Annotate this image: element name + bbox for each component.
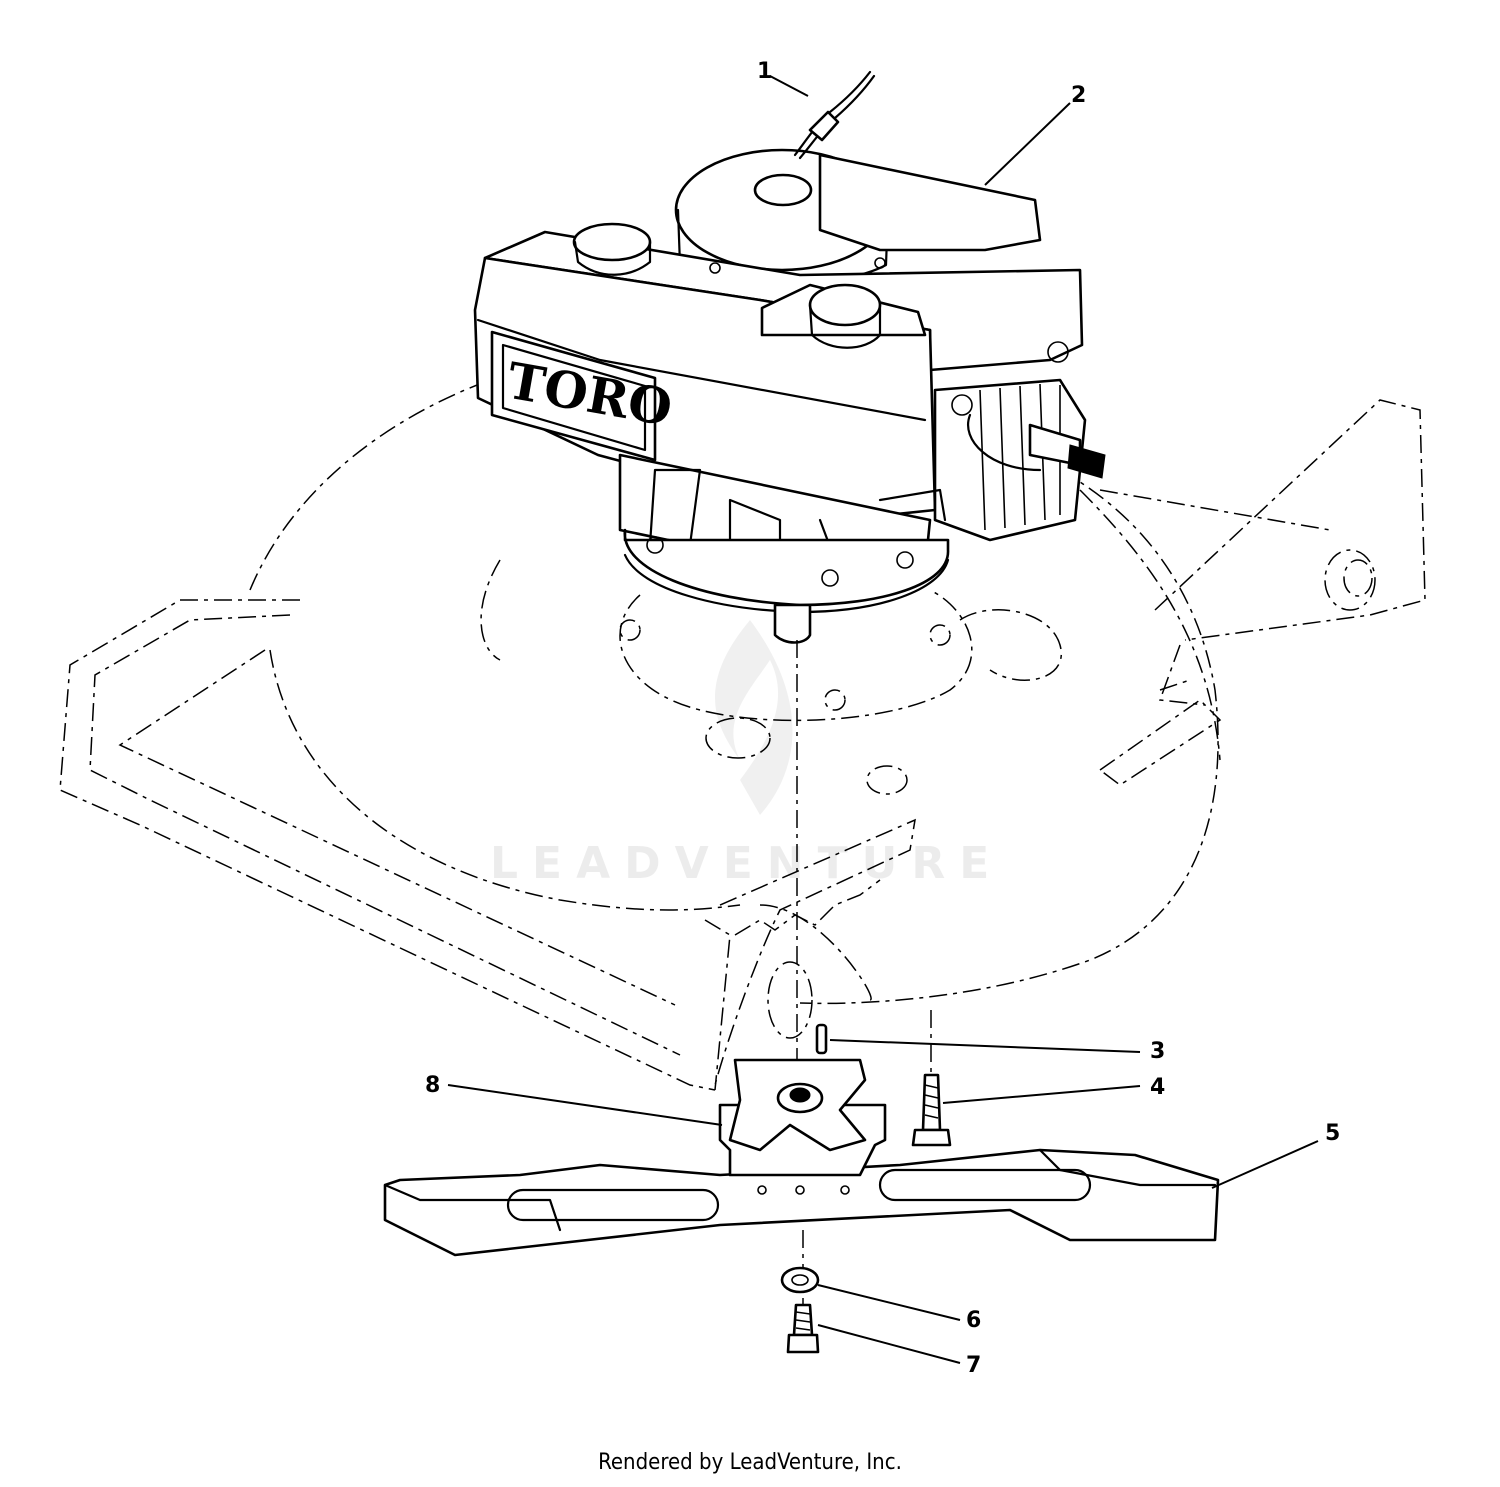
callout-6: 6 <box>966 1308 981 1333</box>
mower-blade <box>383 1148 1220 1257</box>
callout-8: 8 <box>425 1073 440 1098</box>
callout-5: 5 <box>1325 1121 1340 1146</box>
footer-credit: Rendered by LeadVenture, Inc. <box>598 1450 902 1475</box>
engine: TORO <box>473 148 1106 644</box>
callout-2: 2 <box>1071 83 1086 108</box>
mower-deck <box>59 369 1426 1091</box>
watermark-flame-logo <box>715 620 793 815</box>
callout-labels: 1 2 3 4 5 6 7 8 <box>425 59 1340 1378</box>
callout-3: 3 <box>1150 1039 1165 1064</box>
callout-7: 7 <box>966 1353 981 1378</box>
key <box>815 1023 828 1055</box>
callout-1: 1 <box>757 59 772 84</box>
callout-4: 4 <box>1150 1075 1165 1100</box>
blade-bolt <box>786 1303 820 1354</box>
deck-bolt <box>911 1073 952 1147</box>
lock-washer <box>780 1266 820 1294</box>
throttle-cable <box>793 70 876 160</box>
callout-leaders <box>447 75 1319 1364</box>
blade-adapter <box>718 1058 887 1177</box>
leadventure-watermark: LEADVENTURE <box>490 838 1003 889</box>
